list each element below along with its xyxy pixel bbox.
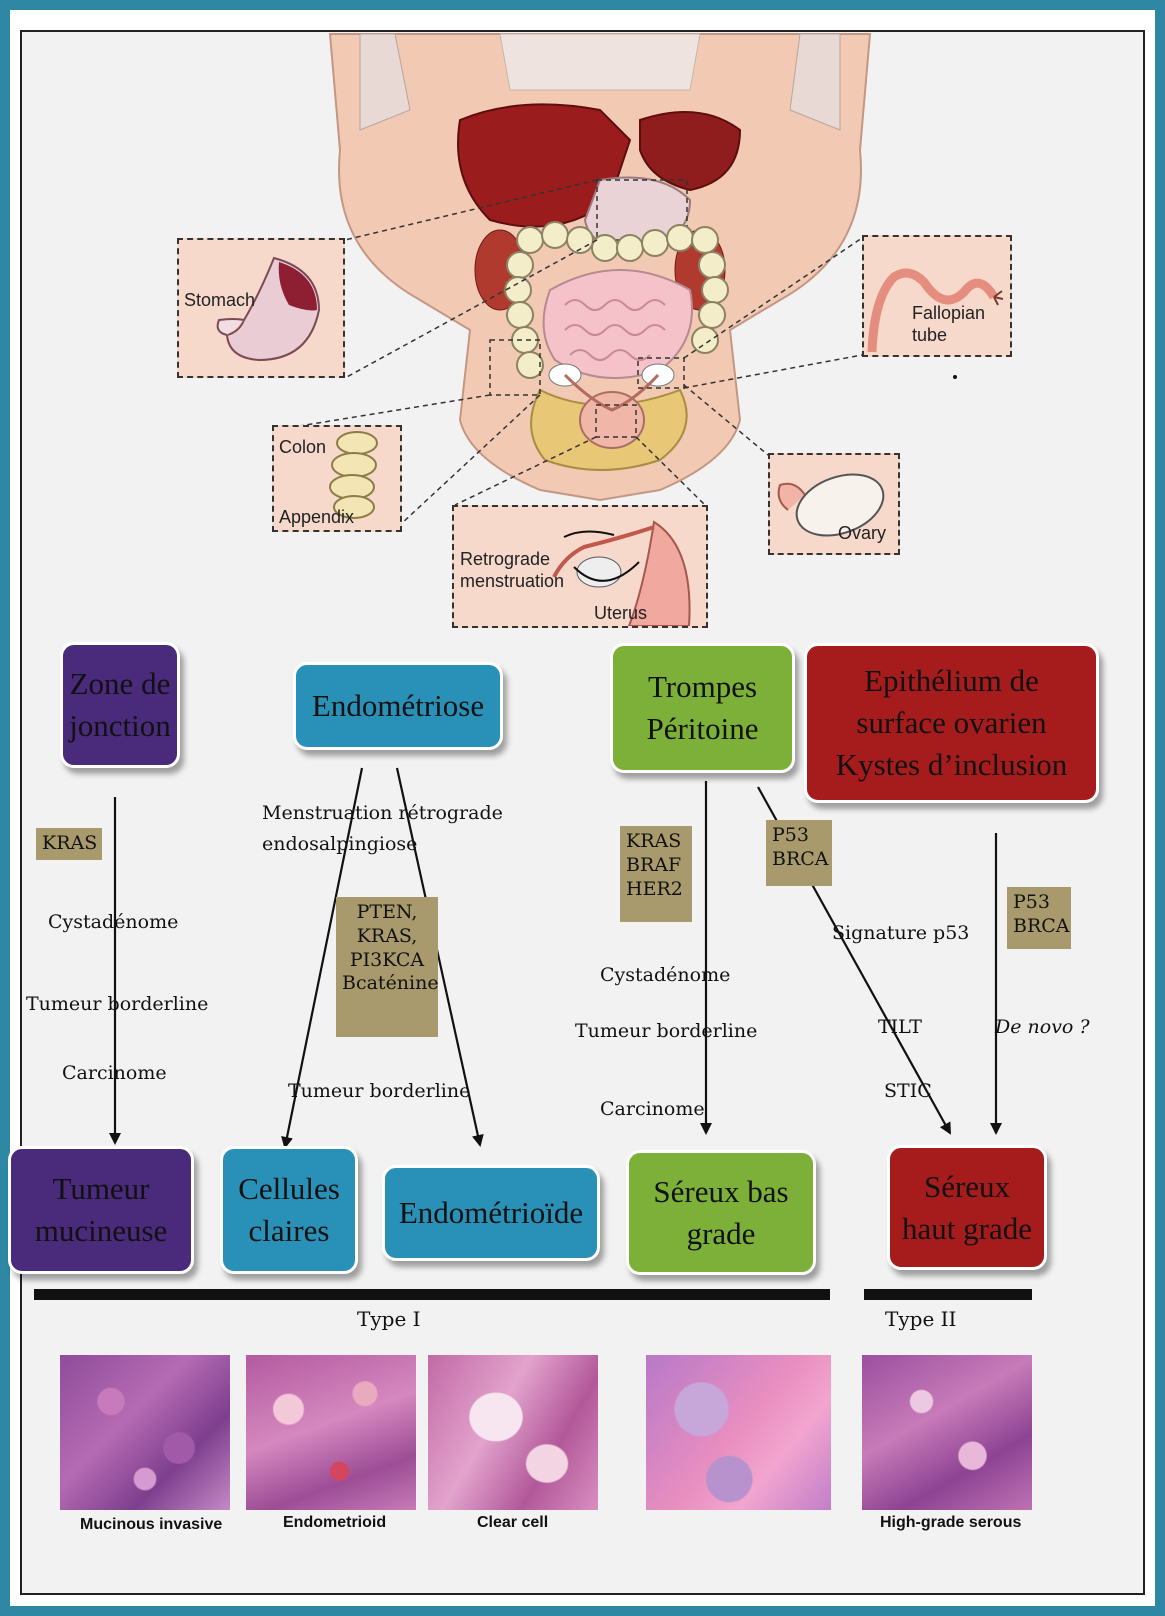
origin-zone-de-jonction: Zone de jonction xyxy=(60,642,180,768)
marker-kras: KRAS xyxy=(36,828,102,860)
micrograph-mucinous xyxy=(60,1355,230,1510)
step-menstruation-retrograde: Menstruation rétrograde xyxy=(262,802,503,825)
step-stic: STIC xyxy=(884,1080,932,1103)
micrograph-low-grade-serous xyxy=(646,1355,831,1510)
step-carcinome-2: Carcinome xyxy=(600,1098,705,1121)
outcome-endometrioide: Endométrioïde xyxy=(382,1165,600,1261)
outcome-sereux-haut-grade: Séreux haut grade xyxy=(887,1145,1047,1270)
type2-label: Type II xyxy=(885,1307,956,1331)
micrograph-endometrioid xyxy=(246,1355,416,1510)
marker-p53-brca-1: P53 BRCA xyxy=(766,820,832,886)
outcome-sereux-bas-grade: Séreux bas grade xyxy=(626,1150,816,1275)
origin-endometriose: Endométriose xyxy=(293,662,503,750)
outcome-cellules-claires: Cellules claires xyxy=(220,1146,358,1274)
step-borderline-2: Tumeur borderline xyxy=(288,1080,470,1103)
outcome-tumeur-mucineuse: Tumeur mucineuse xyxy=(8,1146,194,1274)
marker-pten-kras-pi3kca: PTEN, KRAS, PI3KCA Bcaténine xyxy=(336,897,438,1037)
type1-bar xyxy=(34,1289,830,1300)
origin-epithelium: Epithélium de surface ovarien Kystes d’i… xyxy=(804,643,1099,803)
step-carcinome-1: Carcinome xyxy=(62,1062,167,1085)
micrograph-clear-cell xyxy=(428,1355,598,1510)
step-endosalpingiose: endosalpingiose xyxy=(262,833,417,856)
step-de-novo: De novo ? xyxy=(995,1016,1090,1039)
caption-endometrioid: Endometrioid xyxy=(283,1514,386,1532)
micrograph-high-grade-serous xyxy=(862,1355,1032,1510)
type2-bar xyxy=(864,1289,1032,1300)
step-cystadenome-2: Cystadénome xyxy=(600,964,730,987)
origin-trompes-peritoine: Trompes Péritoine xyxy=(610,643,795,773)
step-borderline-1: Tumeur borderline xyxy=(26,993,208,1016)
caption-high-grade: High-grade serous xyxy=(880,1514,1021,1532)
type1-label: Type I xyxy=(357,1307,421,1331)
step-signature-p53: Signature p53 xyxy=(832,922,969,945)
caption-clear-cell: Clear cell xyxy=(477,1514,548,1532)
step-borderline-3: Tumeur borderline xyxy=(575,1020,757,1043)
marker-kras-braf-her2: KRAS BRAF HER2 xyxy=(620,826,692,922)
step-tilt: TILT xyxy=(878,1016,922,1039)
step-cystadenome-1: Cystadénome xyxy=(48,911,178,934)
marker-p53-brca-2: P53 BRCA xyxy=(1007,887,1071,949)
caption-mucinous: Mucinous invasive xyxy=(80,1516,222,1534)
